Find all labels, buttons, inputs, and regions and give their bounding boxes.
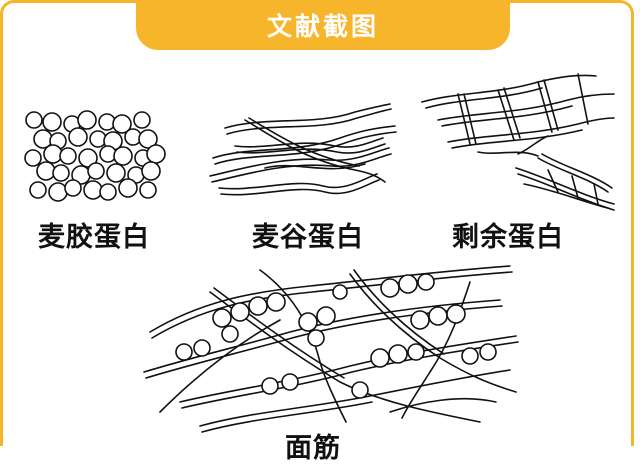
residue-protein-illustration [418,74,618,212]
glutenin-label: 麦谷蛋白 [252,215,364,254]
gluten-illustration [140,262,522,430]
glutenin-illustration [205,98,400,202]
residue-protein-label: 剩余蛋白 [452,215,564,254]
gliadin-label: 麦胶蛋白 [38,215,150,254]
gluten-network-drawing [140,262,522,430]
gliadin-globules-drawing [22,108,172,204]
residue-mesh-drawing [418,74,618,212]
header-title: 文献截图 [267,7,379,43]
header-banner: 文献截图 [136,0,510,50]
glutenin-strands-drawing [205,98,400,202]
gliadin-illustration [22,108,172,204]
